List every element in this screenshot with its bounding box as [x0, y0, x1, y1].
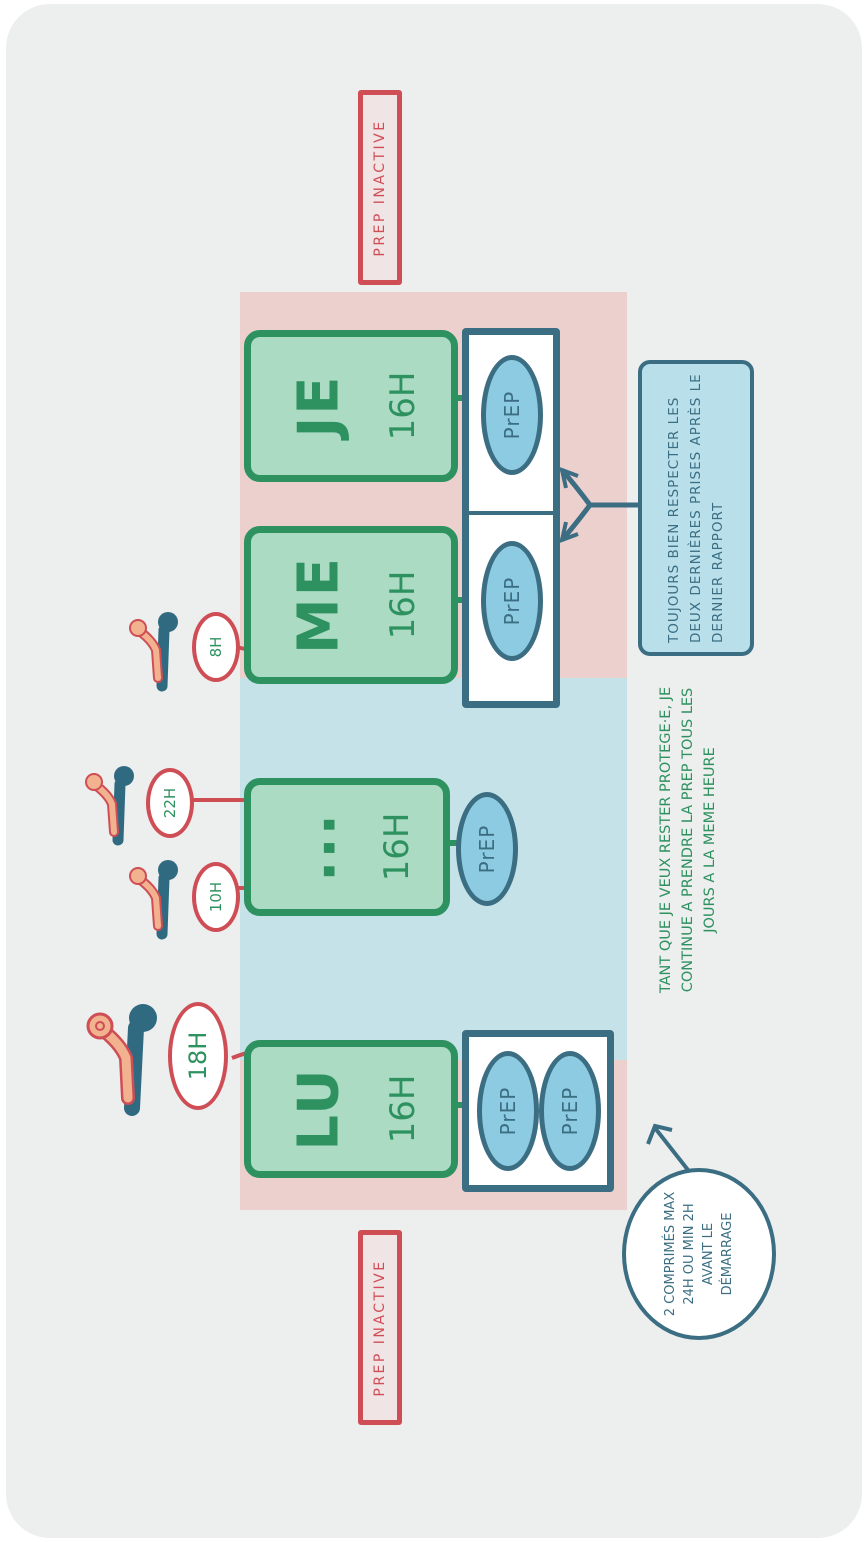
- continue-note-text: TANT QUE JE VEUX RESTER PROTEGE·E, JE CO…: [658, 686, 718, 994]
- day-label: ...: [283, 812, 349, 882]
- last-doses-note: TOUJOURS BIEN RESPECTER LES DEUX DERNIÈR…: [638, 360, 754, 656]
- pill: PrEP: [481, 355, 543, 475]
- time-bubble-8h: 8H: [192, 612, 240, 682]
- day-hours: 16H: [383, 570, 423, 640]
- time-label: 8H: [207, 636, 225, 658]
- start-doses-note: 2 COMPRIMÉS MAX 24H OU MIN 2H AVANT LE D…: [622, 1168, 776, 1340]
- pill-label: PrEP: [475, 824, 499, 874]
- person-taking-pill-icon: [85, 766, 134, 846]
- arrow-start-head: [646, 1123, 673, 1145]
- arrow-start-note: [653, 1126, 690, 1172]
- pill-label: PrEP: [496, 1086, 520, 1136]
- day-hours: 16H: [376, 812, 417, 882]
- prep-inactive-tag-top: PREP INACTIVE: [358, 90, 402, 285]
- pill-label: PrEP: [500, 576, 524, 626]
- start-doses-note-text: 2 COMPRIMÉS MAX 24H OU MIN 2H AVANT LE D…: [663, 1191, 735, 1317]
- day-label: ME: [286, 556, 352, 654]
- day-box-me: ME 16H: [244, 526, 458, 684]
- day-box-continue: ... 16H: [244, 778, 450, 916]
- last-doses-note-text: TOUJOURS BIEN RESPECTER LES DEUX DERNIÈR…: [666, 373, 726, 643]
- prep-inactive-tag-bottom: PREP INACTIVE: [358, 1230, 402, 1425]
- pill: PrEP: [539, 1051, 601, 1171]
- pill: PrEP: [481, 541, 543, 661]
- pill-continue: PrEP: [456, 792, 518, 906]
- time-label: 22H: [161, 787, 179, 819]
- time-bubble-18h: 18H: [168, 1002, 228, 1110]
- arrow-end-head-down: [559, 521, 579, 544]
- day-label: LU: [286, 1067, 352, 1151]
- pill-label: PrEP: [500, 390, 524, 440]
- person-taking-pill-icon: [129, 612, 178, 692]
- day-box-je: JE 16H: [244, 330, 458, 482]
- pillbox-end: PrEP PrEP: [462, 328, 560, 708]
- time-label: 10H: [207, 881, 225, 913]
- day-label: JE: [286, 374, 352, 438]
- arrow-end-head-up: [559, 466, 579, 489]
- person-taking-pill-icon: [129, 860, 178, 940]
- day-box-lu: LU 16H: [244, 1040, 458, 1178]
- pillbox-lu: PrEP PrEP: [462, 1030, 614, 1192]
- time-bubble-10h: 10H: [192, 862, 240, 932]
- pill-label: PrEP: [558, 1086, 582, 1136]
- time-bubble-22h: 22H: [146, 768, 194, 838]
- person-taking-pill-icon: [86, 1004, 157, 1116]
- pillbox-divider: [469, 511, 553, 515]
- pill: PrEP: [477, 1051, 539, 1171]
- time-label: 18H: [184, 1031, 212, 1081]
- day-hours: 16H: [383, 1074, 423, 1144]
- continue-note: TANT QUE JE VEUX RESTER PROTEGE·E, JE CO…: [648, 670, 728, 1010]
- day-hours: 16H: [383, 371, 423, 441]
